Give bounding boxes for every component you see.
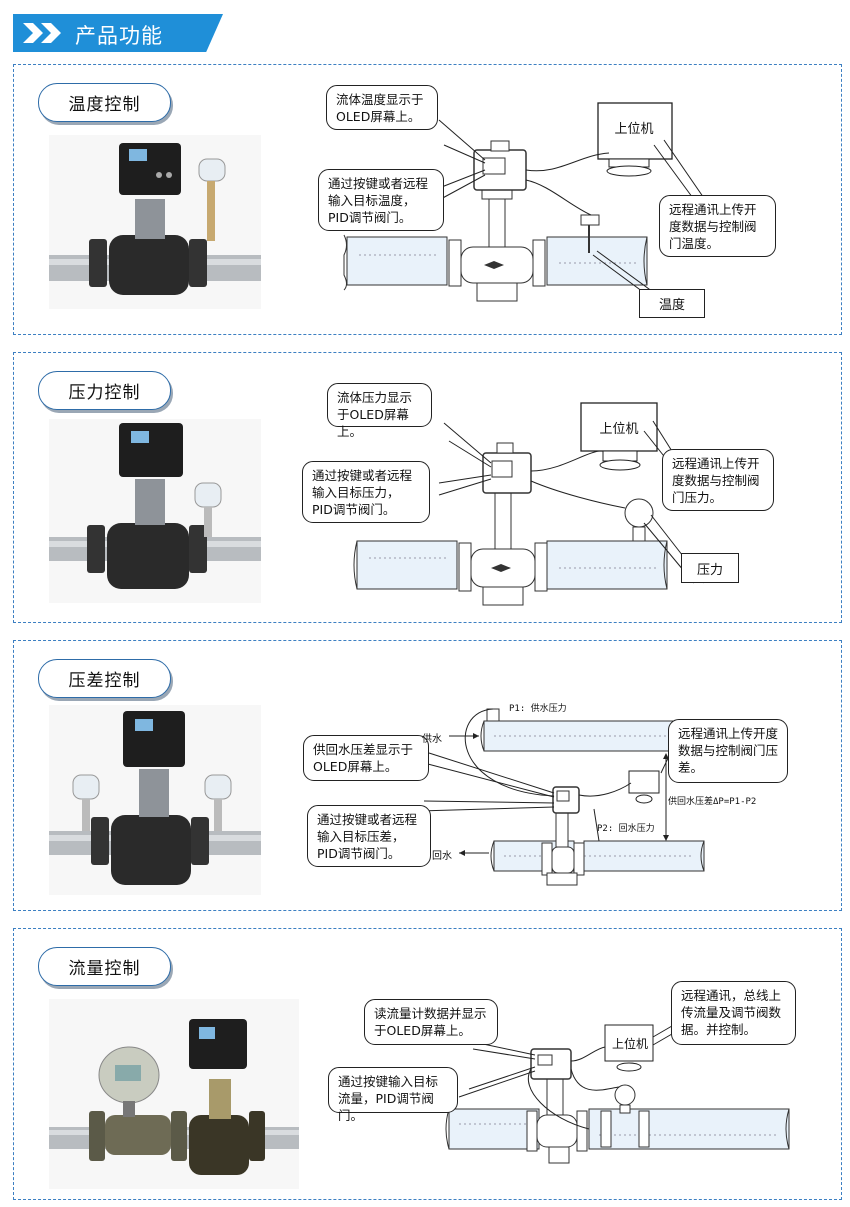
section-differential-pressure: 压差控制 xyxy=(13,640,842,911)
computer-monitor-icon xyxy=(580,402,658,471)
sensor-label: 压力 xyxy=(681,553,739,583)
remote-callout: 远程通讯上传开度数据与控制阀门压差。 xyxy=(668,719,788,783)
control-valve-icon xyxy=(541,786,585,886)
remote-callout: 远程通讯上传开度数据与控制阀门压力。 xyxy=(662,449,774,511)
label-dp: 供回水压差ΔP=P1-P2 xyxy=(668,797,757,807)
section-title: 压差控制 xyxy=(38,659,171,698)
section-title: 温度控制 xyxy=(38,83,171,122)
section-title: 流量控制 xyxy=(38,947,171,986)
product-photo xyxy=(49,419,261,603)
label-p1: P1: 供水压力 xyxy=(509,704,567,714)
host-computer-label: 上位机 xyxy=(614,121,654,137)
section-title: 压力控制 xyxy=(38,371,171,410)
computer-monitor-icon xyxy=(628,770,660,804)
host-computer-label: 上位机 xyxy=(611,1036,648,1051)
control-valve-icon xyxy=(458,442,548,606)
section-flow: 流量控制 xyxy=(13,928,842,1200)
keys-callout: 通过按键或者远程输入目标温度，PID调节阀门。 xyxy=(318,169,444,231)
pressure-transmitter-icon xyxy=(624,498,654,542)
label-p2: P2: 回水压力 xyxy=(597,824,655,834)
sensor-label: 温度 xyxy=(639,289,705,318)
remote-callout: 远程通讯上传开度数据与控制阀门温度。 xyxy=(659,195,776,257)
control-valve-icon xyxy=(448,140,546,302)
label-supply: 供水 xyxy=(422,734,442,745)
computer-monitor-icon xyxy=(597,102,673,177)
display-callout: 读流量计数据并显示于OLED屏幕上。 xyxy=(364,999,498,1045)
flow-diagram xyxy=(445,1018,790,1164)
section-header: 产品功能 xyxy=(13,14,223,52)
product-photo xyxy=(49,999,299,1189)
keys-callout: 通过按键或者远程输入目标压差，PID调节阀门。 xyxy=(307,805,431,867)
display-callout: 供回水压差显示于OLED屏幕上。 xyxy=(303,735,429,781)
chevron-double-right-icon xyxy=(23,23,61,43)
computer-monitor-icon xyxy=(604,1024,654,1072)
section-temperature: 温度控制 xyxy=(13,64,842,335)
page-title: 产品功能 xyxy=(75,24,163,48)
product-photo xyxy=(49,705,261,895)
section-pressure: 压力控制 xyxy=(13,352,842,623)
label-return: 回水 xyxy=(432,851,452,862)
display-callout: 流体压力显示于OLED屏幕上。 xyxy=(327,383,432,439)
control-valve-icon xyxy=(526,1048,588,1164)
keys-callout: 通过按键或者远程输入目标压力，PID调节阀门。 xyxy=(302,461,430,523)
keys-callout: 通过按键输入目标流量，PID调节阀门。 xyxy=(328,1067,458,1123)
flow-meter-icon xyxy=(600,1084,650,1148)
product-photo xyxy=(49,135,261,309)
temperature-diagram xyxy=(343,102,720,302)
pressure-diagram xyxy=(353,402,705,606)
host-computer-label: 上位机 xyxy=(599,421,639,437)
remote-callout: 远程通讯，总线上传流量及调节阀数据。并控制。 xyxy=(671,981,796,1045)
display-callout: 流体温度显示于OLED屏幕上。 xyxy=(326,85,438,130)
